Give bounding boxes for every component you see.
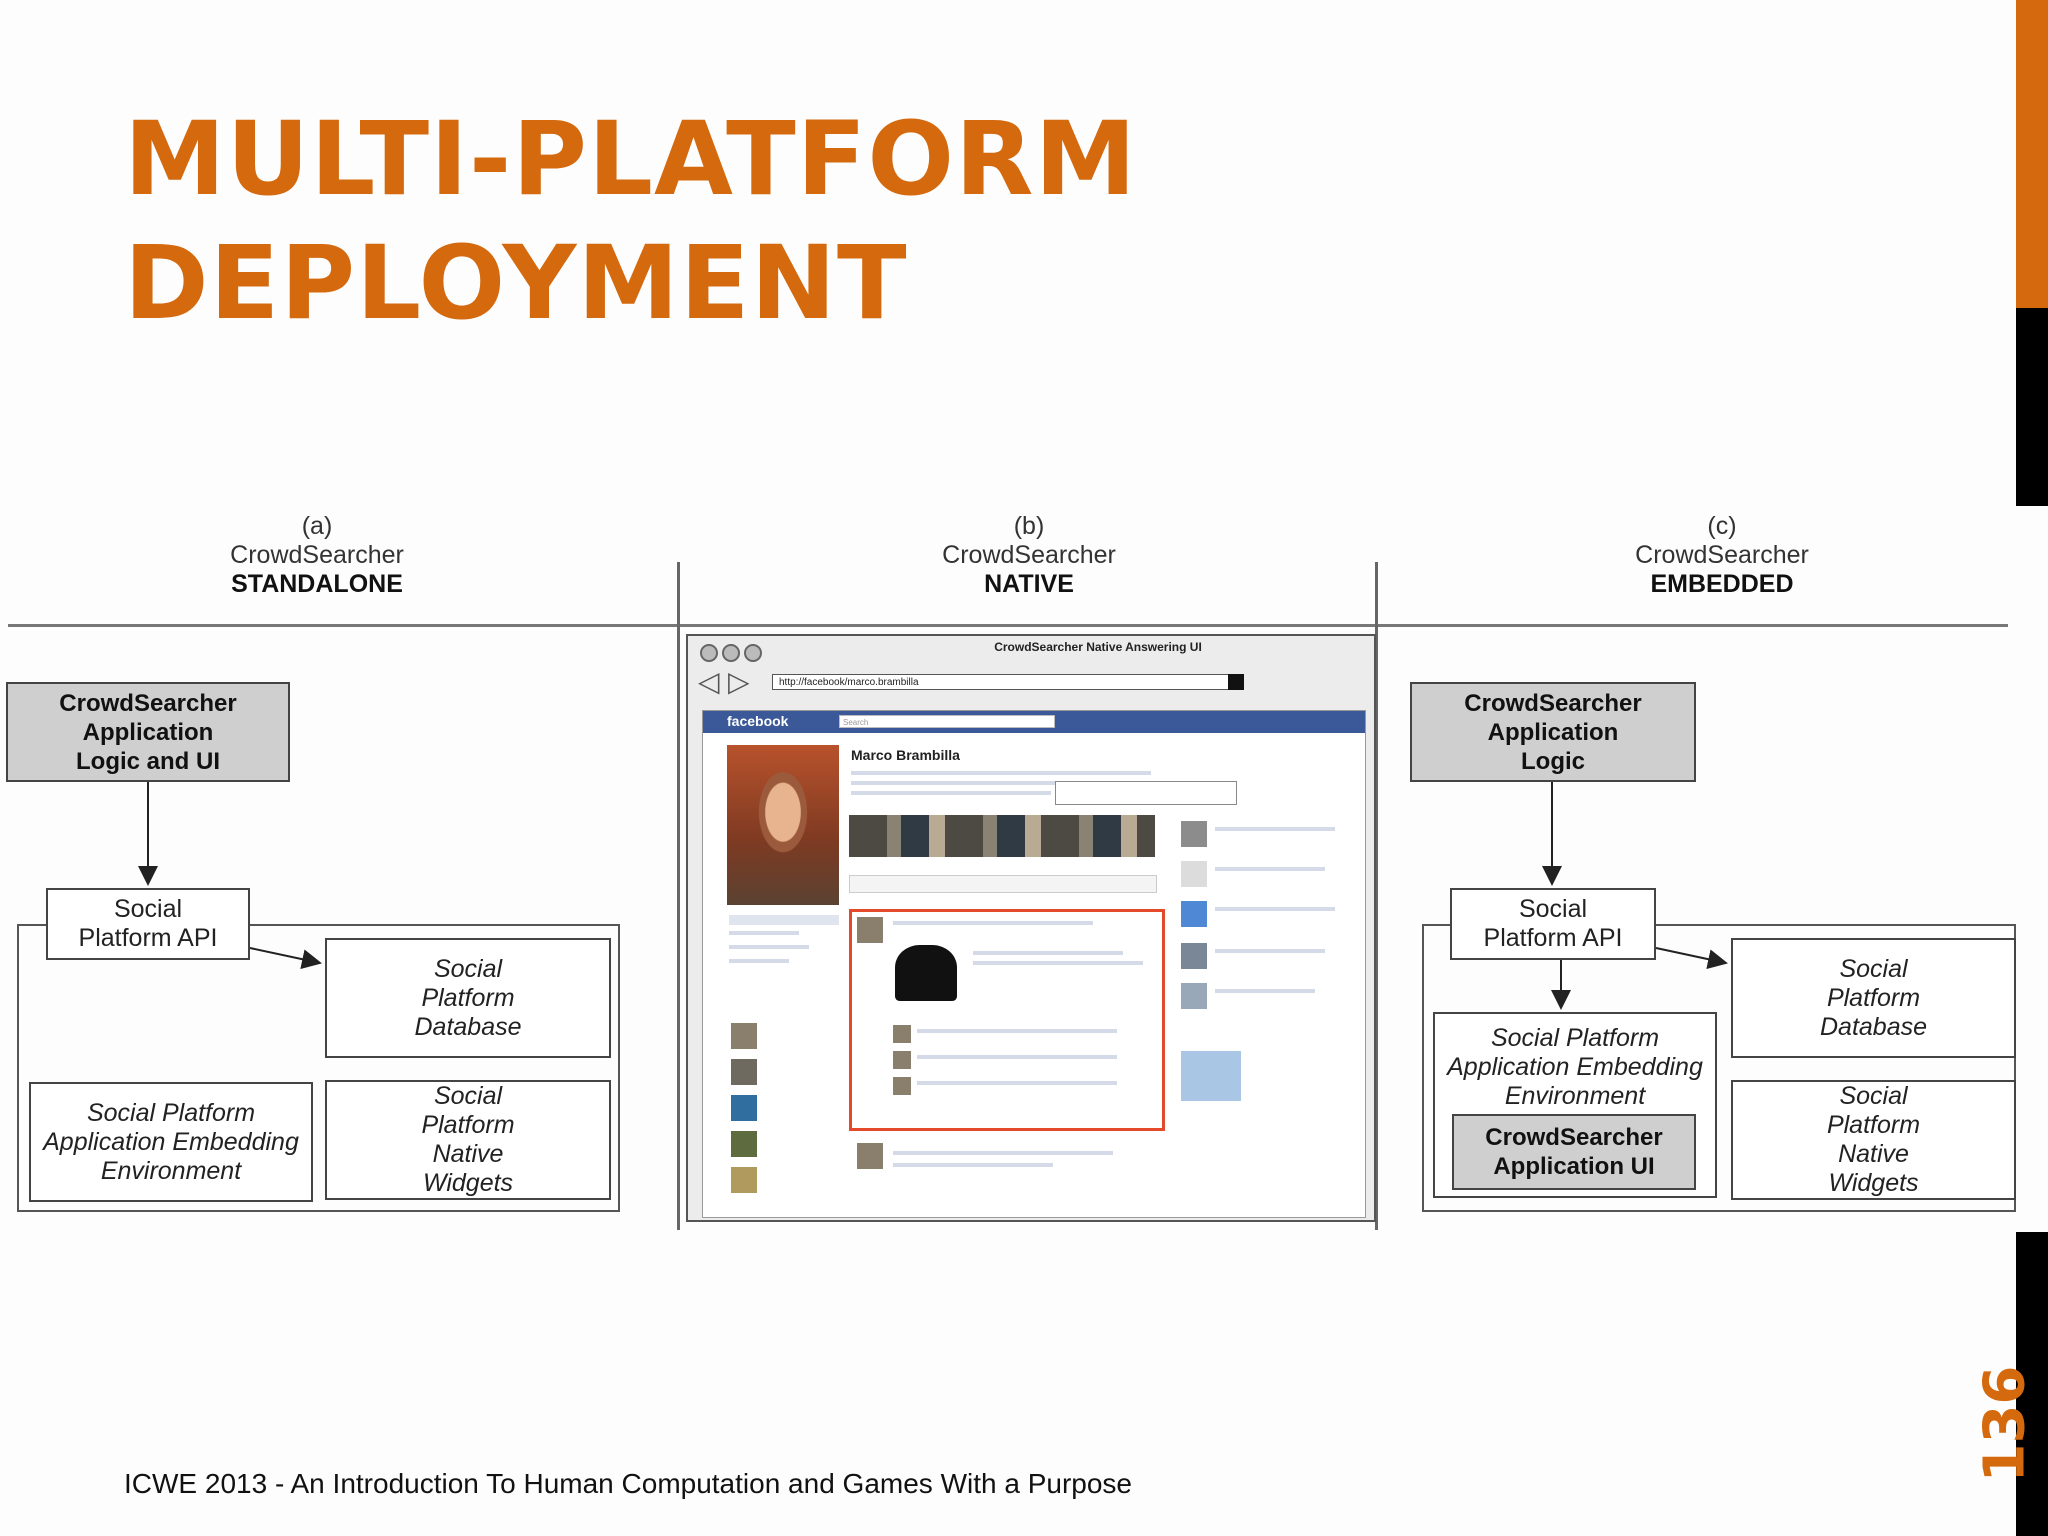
post-author-thumbnail: [857, 917, 883, 943]
sidebar-text-line: [1215, 867, 1325, 871]
slide-footer: ICWE 2013 - An Introduction To Human Com…: [124, 1468, 1132, 1499]
sidebar-link: [729, 931, 799, 935]
friend-thumbnail: [731, 1131, 757, 1157]
column-header-embedded: (c) CrowdSearcher EMBEDDED: [1572, 512, 1872, 599]
friend-thumbnail: [731, 1059, 757, 1085]
recommended-page-icon: [1181, 943, 1207, 969]
recommended-page-icon: [1181, 983, 1207, 1009]
column-header-standalone: (a) CrowdSearcher STANDALONE: [167, 512, 467, 599]
column-mode: EMBEDDED: [1650, 570, 1794, 598]
arrow-standalone-api-to-database: [249, 947, 322, 970]
window-dot-close: [700, 644, 718, 662]
slide-title: MULTI-PLATFORM DEPLOYMENT: [124, 98, 1137, 346]
column-mode: STANDALONE: [231, 570, 403, 598]
column-mode: NATIVE: [984, 570, 1074, 598]
comment-thumbnail: [893, 1025, 911, 1043]
comment-line: [917, 1081, 1117, 1085]
sponsored-ad-image: [1181, 1051, 1241, 1101]
forward-arrow-icon: ▷: [728, 666, 750, 697]
profile-info-line: [851, 781, 1111, 785]
comment-thumbnail: [893, 1051, 911, 1069]
photo-strip: [849, 815, 1155, 857]
sidebar-link: [729, 959, 789, 963]
slide-number: 136: [1958, 1365, 2048, 1485]
standalone-api-box: Social Platform API: [46, 888, 250, 960]
comment-line: [917, 1029, 1117, 1033]
column-letter: (c): [1707, 512, 1737, 540]
sidebar-text-line: [1215, 949, 1325, 953]
comment-line: [917, 1055, 1117, 1059]
slide-number-text: 136: [1972, 1365, 2038, 1483]
sidebar-link: [729, 915, 839, 925]
sidebar-text-line: [1215, 827, 1335, 831]
sidebar-text-line: [1215, 907, 1335, 911]
profile-info-line: [851, 771, 1151, 775]
accent-bar-black-top: [2016, 308, 2048, 506]
standalone-embedding-box: Social Platform Application Embedding En…: [29, 1082, 313, 1202]
embedded-embedding-label: Social Platform Application Embedding En…: [1447, 1024, 1703, 1110]
sidebar-link: [729, 945, 809, 949]
recommended-page-icon: [1181, 901, 1207, 927]
slide-title-line-1: MULTI-PLATFORM: [124, 100, 1138, 219]
header-divider: [8, 624, 2008, 627]
back-arrow-icon: ◁: [698, 666, 720, 697]
embedded-api-box: Social Platform API: [1450, 888, 1656, 960]
column-name: CrowdSearcher: [942, 541, 1116, 569]
slide-title-line-2: DEPLOYMENT: [124, 224, 908, 343]
address-bar: http://facebook/marco.brambilla: [772, 674, 1242, 690]
column-divider-right: [1375, 562, 1378, 1230]
address-dropdown-icon: [1228, 674, 1244, 690]
window-dot-minimize: [722, 644, 740, 662]
column-letter: (b): [1013, 512, 1045, 540]
facebook-search: Search: [839, 715, 1055, 728]
column-header-native: (b) CrowdSearcher NATIVE: [879, 512, 1179, 599]
loading-popup: [1055, 781, 1237, 805]
crowdsearcher-question-highlight: [849, 909, 1165, 1131]
standalone-widgets-box: Social Platform Native Widgets: [325, 1080, 611, 1200]
crowd-silhouette-icon: [895, 945, 957, 1001]
embedded-app-ui-box: CrowdSearcher Application UI: [1452, 1114, 1696, 1190]
column-divider-left: [677, 562, 680, 1230]
standalone-app-box: CrowdSearcher Application Logic and UI: [6, 682, 290, 782]
friend-thumbnail: [731, 1167, 757, 1193]
column-name: CrowdSearcher: [230, 541, 404, 569]
profile-photo: [727, 745, 839, 905]
question-text-line: [973, 951, 1123, 955]
profile-info-line: [851, 791, 1051, 795]
recommended-page-icon: [1181, 861, 1207, 887]
column-name: CrowdSearcher: [1635, 541, 1809, 569]
standalone-platform-frame: [17, 924, 620, 1212]
facebook-logo: facebook: [727, 713, 789, 729]
native-answering-ui-screenshot: CrowdSearcher Native Answering UI ◁ ▷ ht…: [686, 634, 1376, 1222]
arrow-embedded-api-to-database: [1655, 947, 1728, 970]
embedded-app-box: CrowdSearcher Application Logic: [1410, 682, 1696, 782]
question-text-line: [973, 961, 1143, 965]
recommended-page-icon: [1181, 821, 1207, 847]
friend-thumbnail: [731, 1023, 757, 1049]
column-letter: (a): [301, 512, 333, 540]
post-text-line: [893, 1151, 1113, 1155]
embedded-widgets-box: Social Platform Native Widgets: [1731, 1080, 2016, 1200]
window-dot-zoom: [744, 644, 762, 662]
embedded-database-box: Social Platform Database: [1731, 938, 2016, 1058]
profile-name: Marco Brambilla: [851, 747, 960, 763]
comment-thumbnail: [893, 1077, 911, 1095]
window-title: CrowdSearcher Native Answering UI: [994, 640, 1202, 654]
embedded-platform-frame: [1422, 924, 2016, 1212]
facebook-page: facebook Search Marco Brambilla: [702, 710, 1366, 1218]
sidebar-text-line: [1215, 989, 1315, 993]
post-box: [849, 875, 1157, 893]
friend-thumbnail: [731, 1095, 757, 1121]
post-author-thumbnail: [857, 1143, 883, 1169]
standalone-database-box: Social Platform Database: [325, 938, 611, 1058]
accent-bar-black-bottom: [2016, 1232, 2048, 1536]
accent-bar-orange: [2016, 0, 2048, 308]
question-text-line: [893, 921, 1093, 925]
post-text-line: [893, 1163, 1053, 1167]
